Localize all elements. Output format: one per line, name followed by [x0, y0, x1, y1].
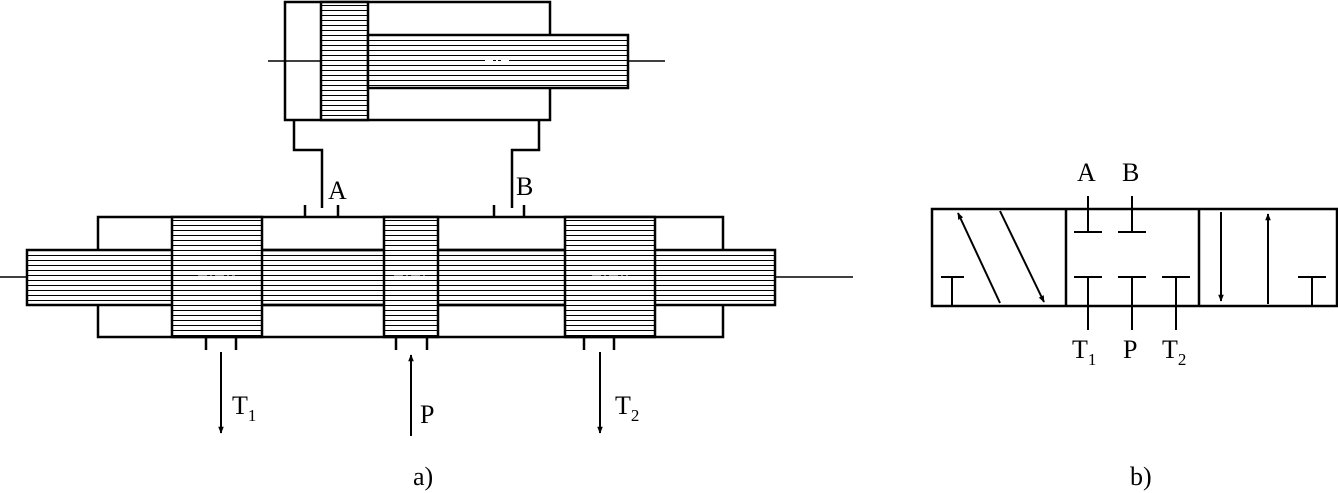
label-b-port-t2: T2	[1162, 335, 1186, 369]
label-b-port-p: P	[1123, 335, 1137, 364]
label-b-port-b: B	[1122, 158, 1139, 187]
label-b-port-a: A	[1077, 158, 1096, 187]
label-a-port-b: B	[516, 172, 533, 201]
label-a-port-t1: T1	[232, 391, 256, 425]
valve-body	[0, 215, 853, 339]
label-b-port-t1: T1	[1072, 335, 1096, 369]
envelope-left	[941, 210, 1045, 306]
caption-a: a)	[413, 462, 433, 491]
flow-arrow-down-diag	[999, 210, 1045, 303]
cylinder-piston	[319, 0, 370, 122]
envelope-middle	[1074, 196, 1190, 330]
spool-land-left	[170, 215, 264, 339]
label-a-port-t2: T2	[615, 391, 639, 425]
diagram-a	[0, 0, 853, 436]
flow-arrow-up-diag	[957, 212, 1001, 304]
label-a-port-a: A	[328, 176, 347, 205]
symbol-frame	[930, 207, 1338, 308]
diagram-b	[930, 196, 1338, 330]
label-a-port-p: P	[420, 400, 434, 429]
cylinder	[268, 0, 665, 122]
pipe-a	[292, 120, 324, 208]
envelope-right	[1218, 212, 1326, 306]
pipe-b	[510, 120, 541, 208]
caption-b: b)	[1130, 462, 1152, 491]
